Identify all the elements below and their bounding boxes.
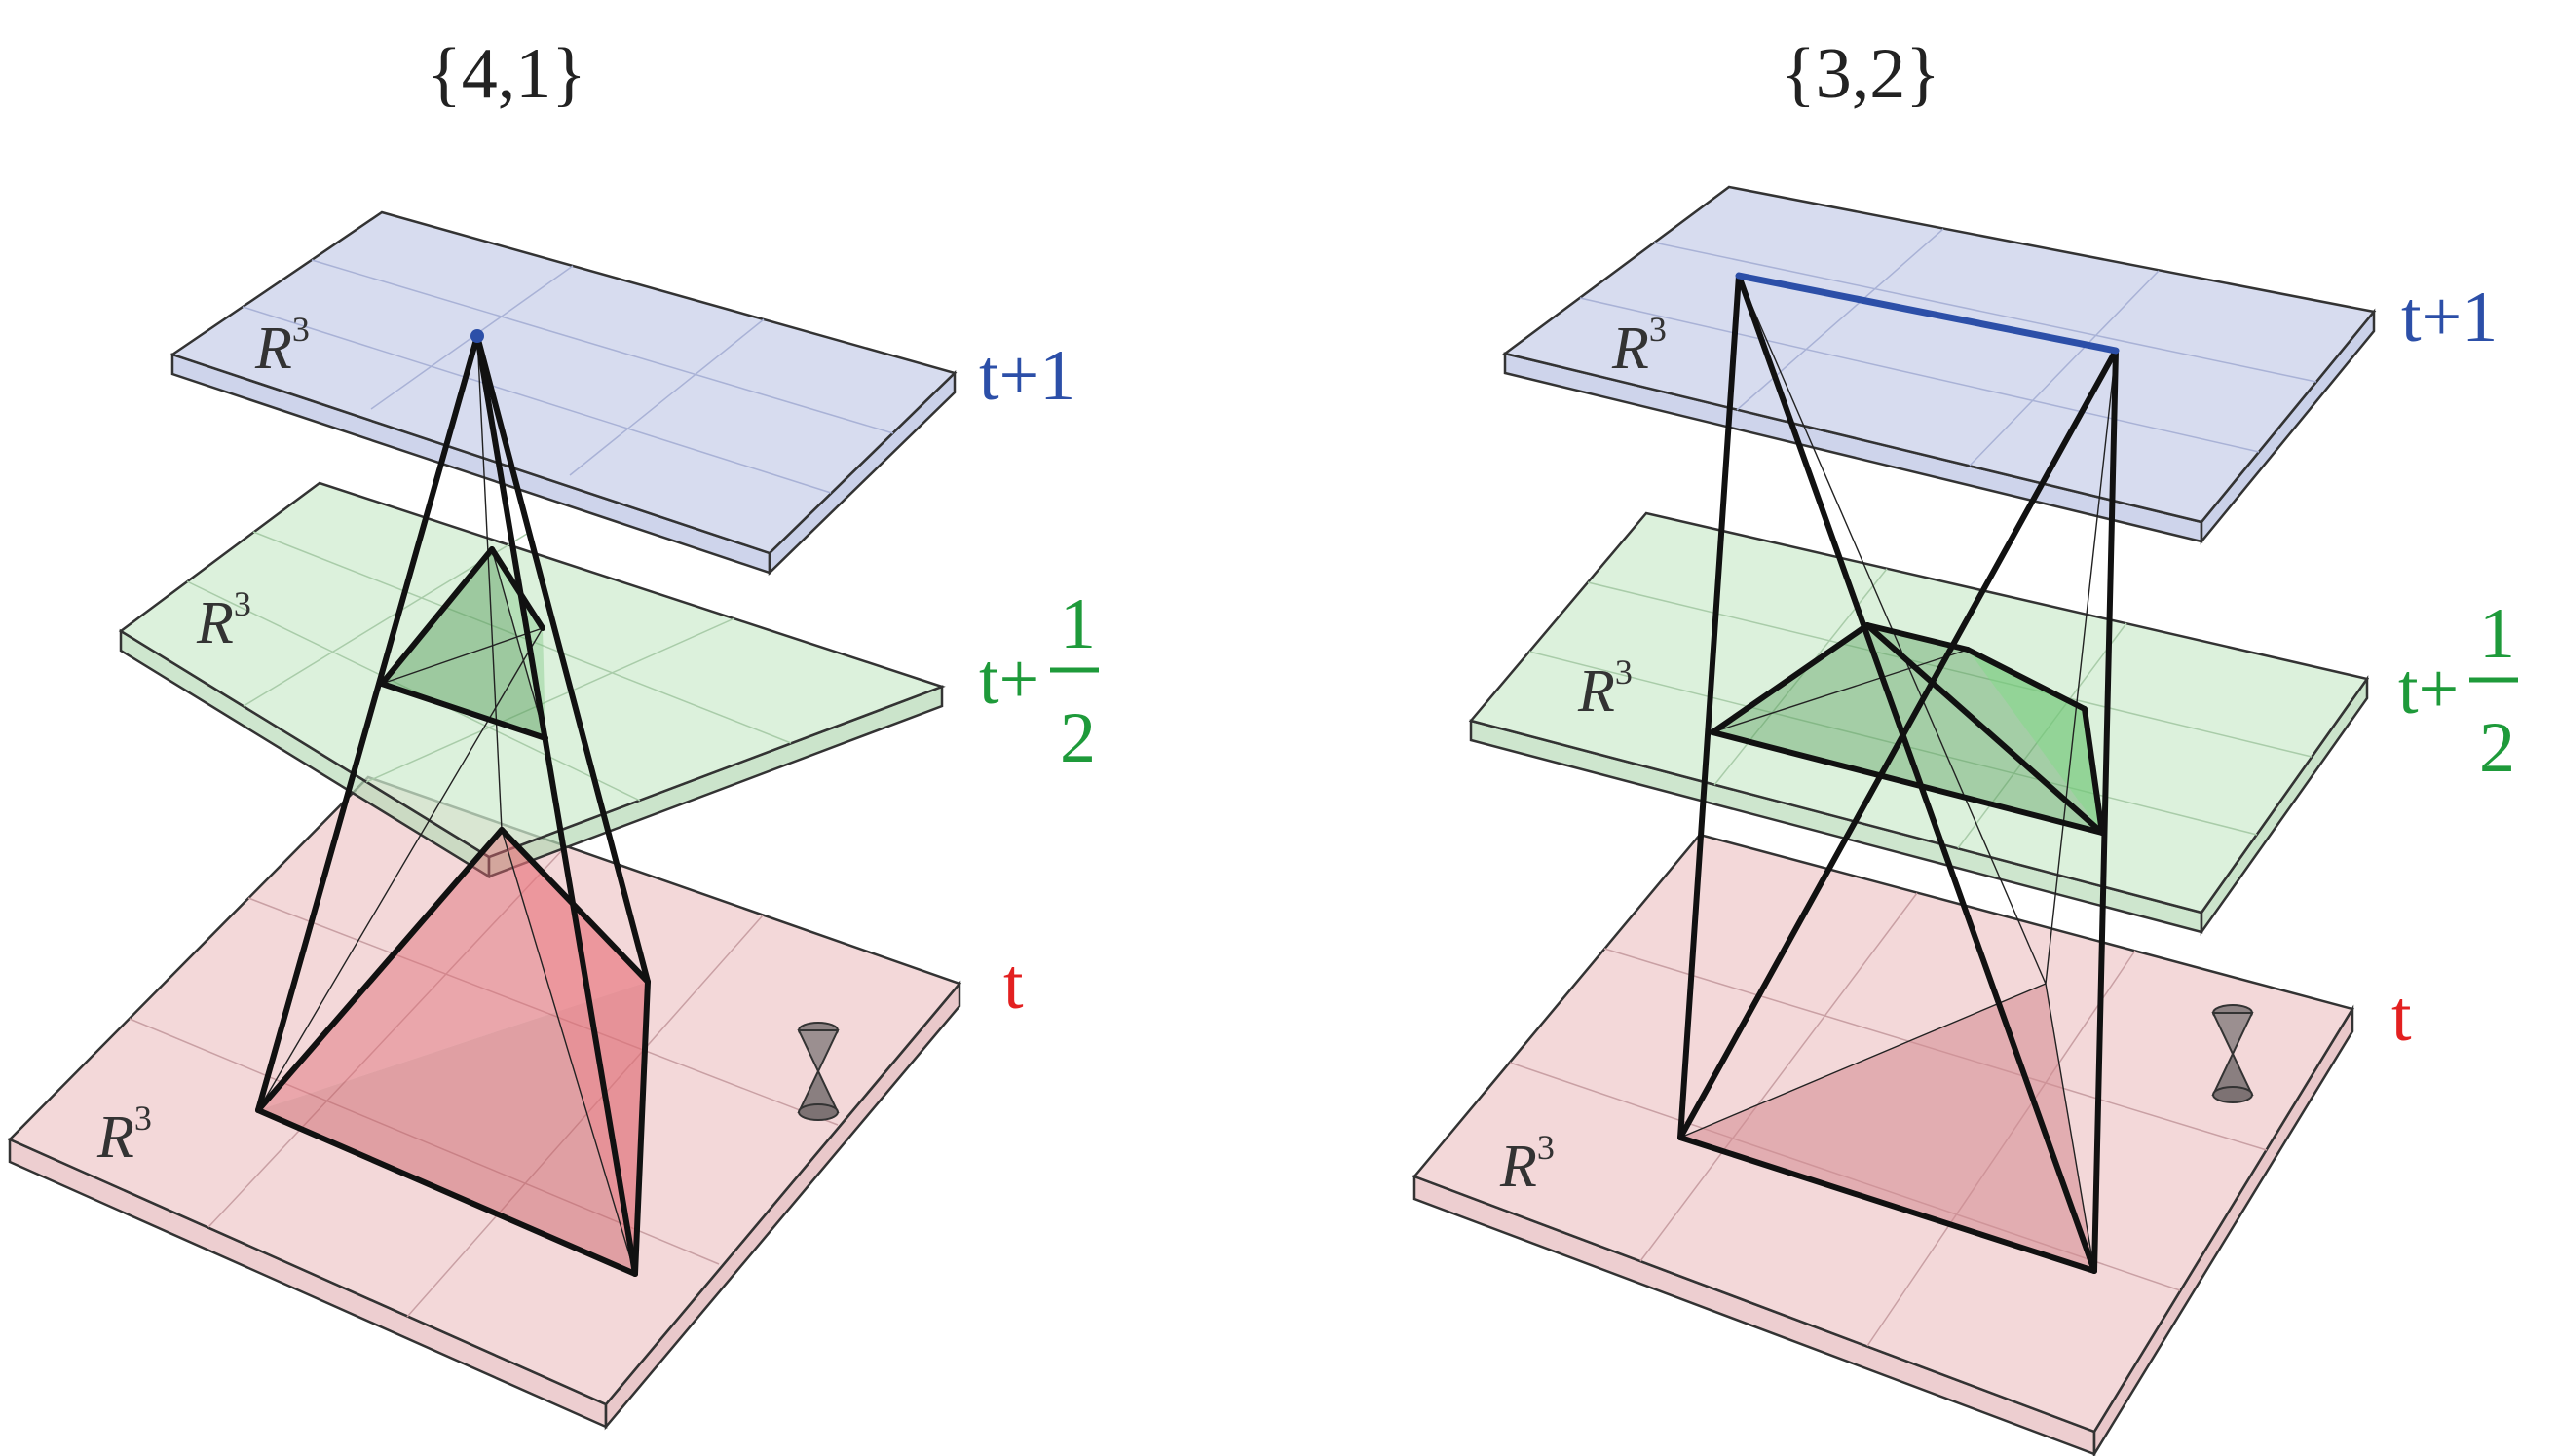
space-label-top: R3 — [254, 310, 310, 382]
space-label-bottom: R3 — [96, 1099, 152, 1171]
panel-3-2: {3,2} — [1411, 34, 2518, 1456]
panel-title-4-1: {4,1} — [427, 34, 586, 114]
tetra-face — [502, 830, 648, 1274]
tetra-face — [258, 830, 648, 1110]
space-label-bottom: R3 — [1499, 1128, 1555, 1200]
slice-label-t: t — [2391, 977, 2412, 1057]
light-cone-icon — [797, 1022, 840, 1121]
svg-text:t+: t+ — [979, 640, 1039, 720]
simplex-3-2 — [1677, 272, 2120, 1274]
panel-title-3-2: {3,2} — [1781, 34, 1940, 114]
panel-4-1: {4,1} — [7, 34, 1099, 1431]
triangle-face — [1680, 984, 2094, 1271]
svg-text:2: 2 — [2479, 708, 2515, 788]
slice-t-plus-1 — [1502, 185, 2377, 545]
slice-t-half — [1468, 511, 2370, 936]
slice-label-t-plus-1: t+1 — [979, 336, 1075, 416]
svg-text:1: 1 — [2479, 594, 2515, 674]
space-label-middle: R3 — [1577, 653, 1633, 725]
prism-face — [1968, 650, 2102, 833]
small-tetra-face — [382, 549, 545, 738]
light-cone-icon — [2211, 1004, 2254, 1103]
svg-text:1: 1 — [1060, 584, 1096, 664]
space-label-top: R3 — [1611, 310, 1667, 382]
slice-label-t-half: t+ 1 2 — [979, 584, 1099, 778]
space-label-middle: R3 — [196, 584, 251, 656]
slice-t — [7, 775, 962, 1431]
svg-text:2: 2 — [1060, 698, 1096, 778]
slice-t-plus-1 — [169, 210, 958, 576]
tetra-face — [258, 982, 648, 1274]
slice-label-t-half: t+ 1 2 — [2398, 594, 2518, 788]
apex-vertex — [470, 329, 484, 343]
top-edge — [1735, 272, 2120, 355]
simplex-4-1 — [255, 329, 651, 1277]
slice-label-t-plus-1: t+1 — [2401, 278, 2498, 357]
svg-text:t+: t+ — [2398, 650, 2459, 729]
slice-label-t: t — [1003, 945, 1024, 1025]
